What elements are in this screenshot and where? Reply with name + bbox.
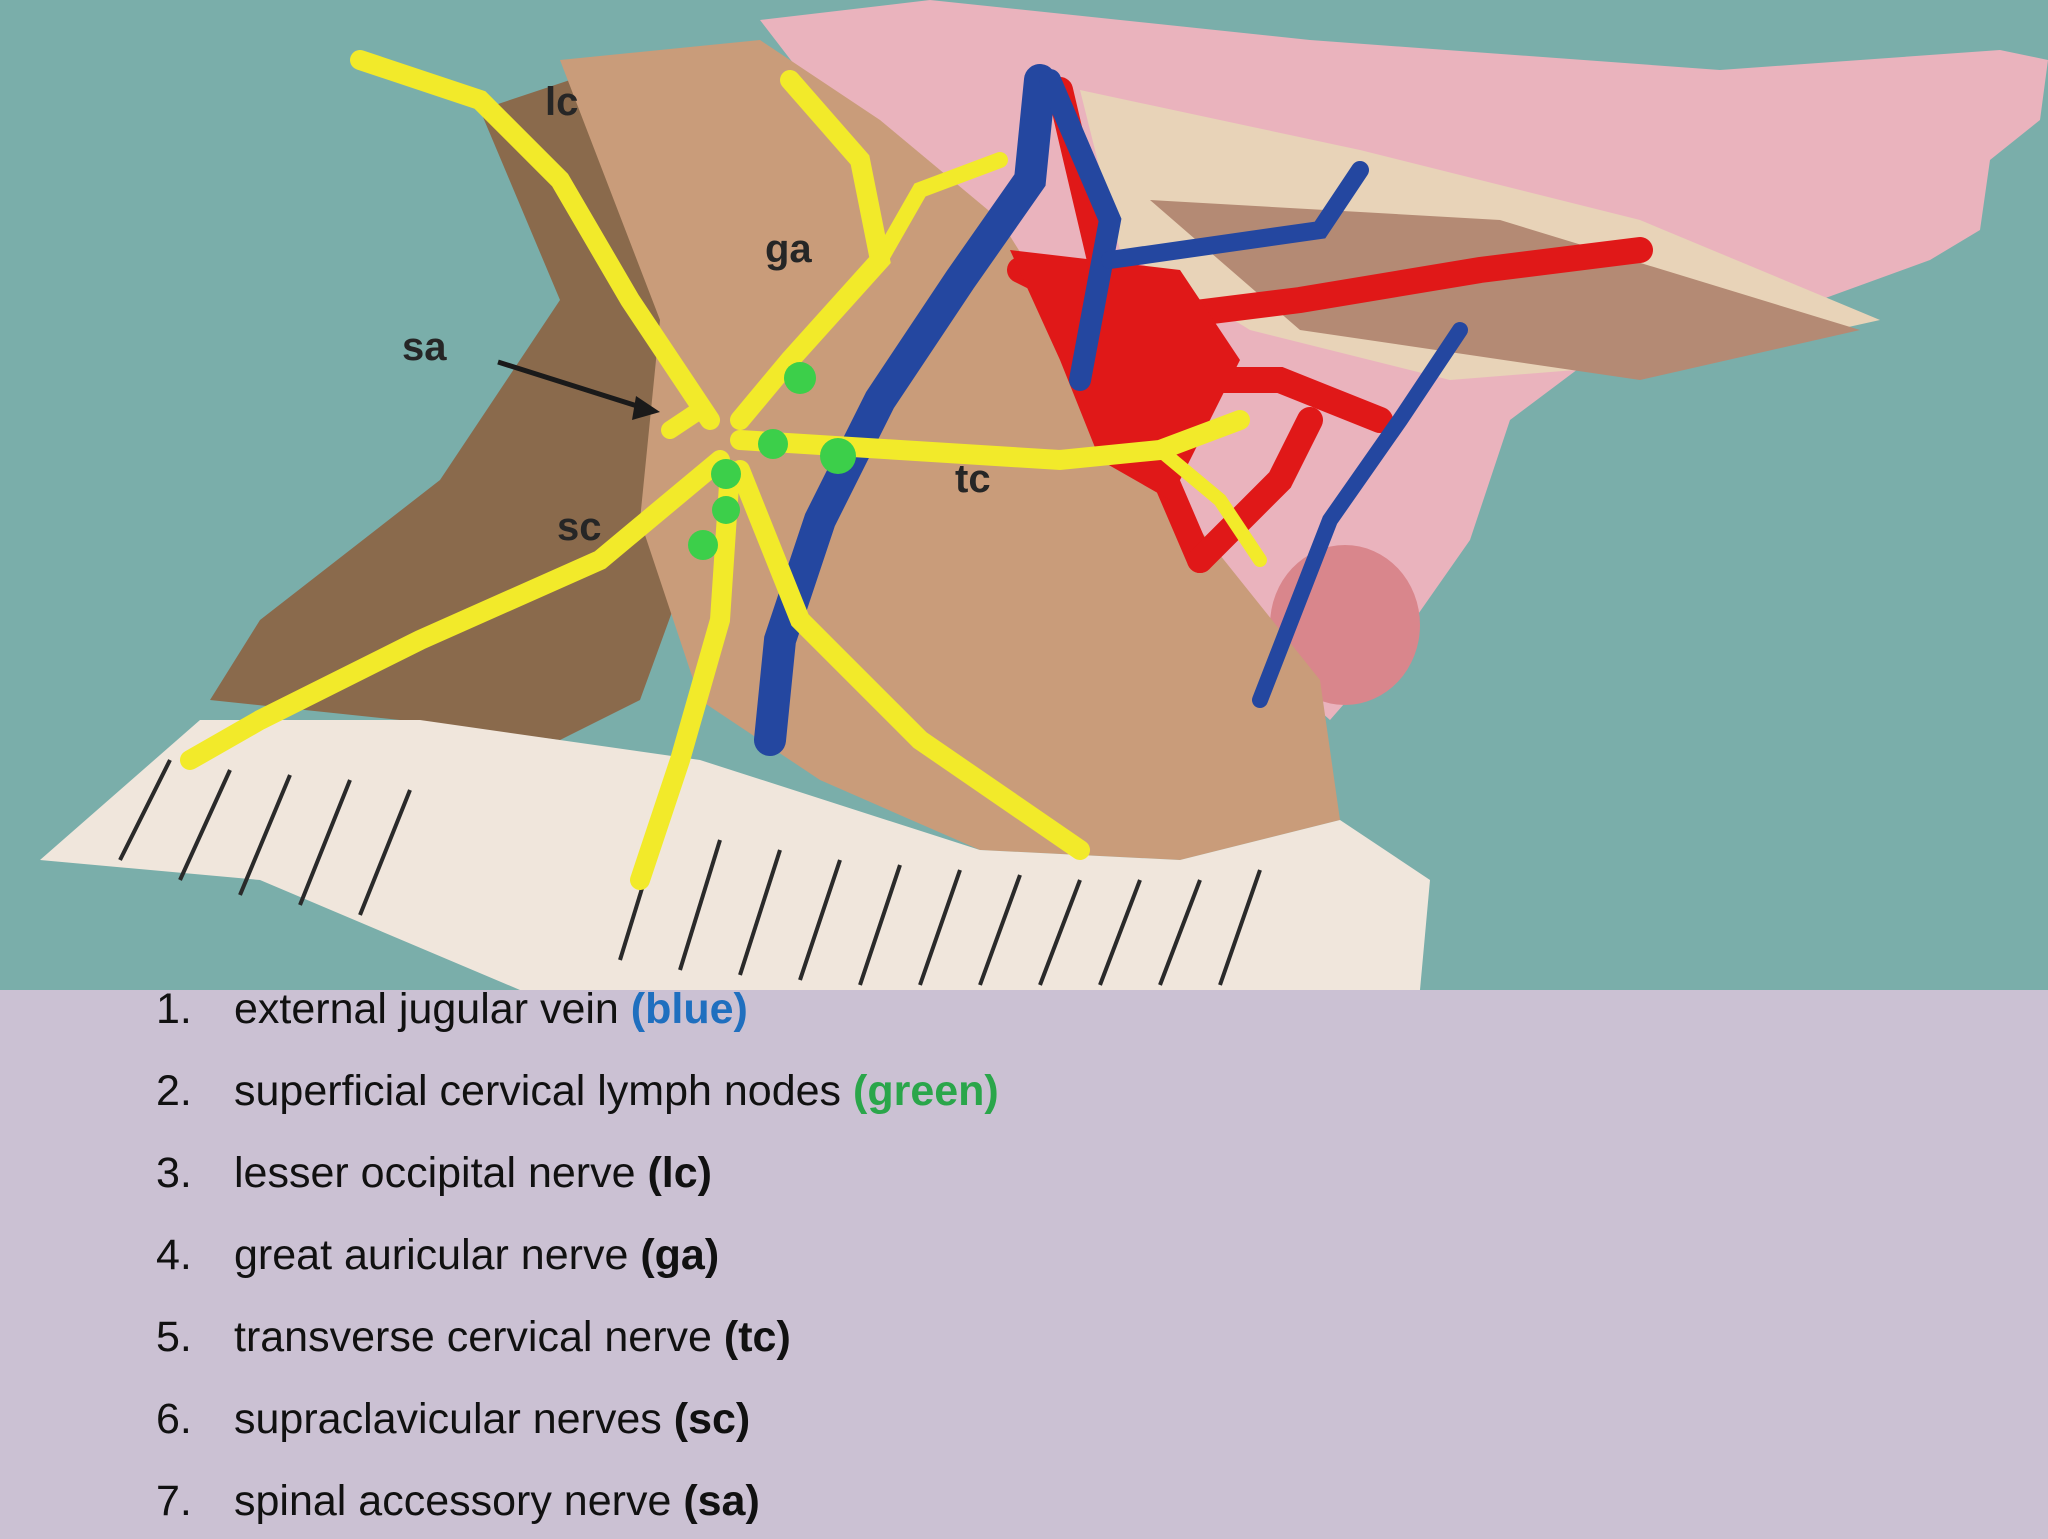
lymph-nodes [688,362,856,560]
neck-dissection-illustration: lc ga sa sc tc [40,0,2048,990]
legend-code: (green) [853,1067,999,1115]
legend-number: 5. [156,1313,192,1361]
trapezius-muscle [210,70,760,740]
legend-number: 2. [156,1067,192,1115]
external-jugular-vein [754,64,1056,756]
great-auricular-branch [872,152,1008,268]
legend-code: (blue) [630,985,748,1033]
label-sa: sa [402,325,447,369]
legend-number: 4. [156,1231,192,1279]
legend-text: superficial cervical lymph nodes [234,1067,842,1115]
label-lc: lc [545,80,578,124]
label-ga: ga [765,227,812,271]
legend-code: (sc) [673,1395,751,1443]
supraclavicular-nerve-medial [730,460,1090,860]
legend-text: lesser occipital nerve [234,1149,636,1197]
mylohyoid-muscle [1150,200,1860,380]
legend-number: 6. [156,1395,192,1443]
legend-text: spinal accessory nerve [234,1477,672,1525]
legend-code: (ga) [640,1231,720,1279]
clavicle-region [40,720,1430,990]
supraclavicular-nerve-intermediate [630,460,740,890]
legend-number: 3. [156,1149,192,1197]
clavicle-hatching [118,759,1262,986]
label-sc: sc [557,505,602,549]
anatomy-figure: lc ga sa sc tc [0,0,2048,990]
legend-text: external jugular vein [234,985,619,1033]
sa-pointer-arrow [497,359,651,413]
legend-number: 1. [156,985,192,1033]
legend-number: 7. [156,1477,192,1525]
legend-text: great auricular nerve [234,1231,629,1279]
sa-arrowhead [632,396,660,420]
veins [754,64,1468,756]
legend-code: (sa) [683,1477,760,1525]
legend-code: (tc) [723,1313,791,1361]
supraclavicular-nerve-lateral [180,450,730,770]
legend-code: (lc) [647,1149,712,1197]
transverse-cervical-branch [1153,443,1267,567]
legend-text: transverse cervical nerve [234,1313,712,1361]
label-tc: tc [955,457,991,501]
legend-text: supraclavicular nerves [234,1395,662,1443]
lesser-occipital-nerve [350,50,720,430]
spinal-accessory-nerve [661,401,709,439]
